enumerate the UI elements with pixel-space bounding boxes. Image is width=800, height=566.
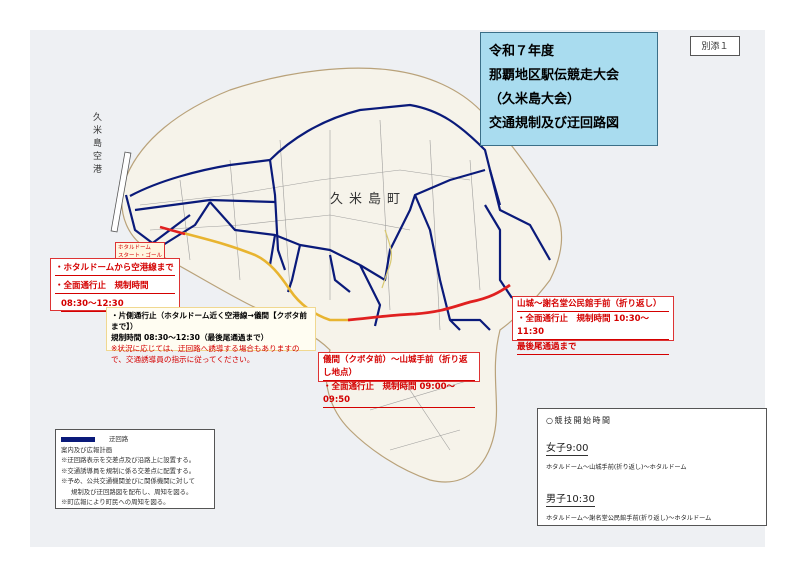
legend-item: ※予め、公共交通機関並びに関係機関に対して bbox=[61, 477, 196, 485]
women-route: ホタルドーム～山城手前(折り返し)～ホタルドーム bbox=[546, 464, 687, 471]
title-line: 交通規制及び迂回路図 bbox=[489, 116, 620, 131]
airport-runway bbox=[110, 151, 132, 233]
legend-item: ※交通誘導員を規制に係る交差点に配置する。 bbox=[61, 466, 196, 475]
start-goal-line: スタート・ゴール bbox=[118, 253, 163, 259]
note-line: ・片側通行止（ホタルドーム近く空港線→儀間【クボタ前まで】） bbox=[111, 311, 307, 331]
minor-yellow-road bbox=[381, 229, 393, 289]
attachment-label: 別添１ bbox=[690, 36, 740, 56]
gima-closure-note: 儀間（クボタ前）～山城手前（折り返し地点） ・全面通行止 規制時間 09:00～… bbox=[318, 352, 480, 408]
men-route: ホタルドーム～謝名堂公民館手前(折り返し)～ホタルドーム bbox=[546, 515, 712, 522]
start-goal-line: ホタルドーム bbox=[118, 245, 151, 251]
legend-detour-row: 迂回路 bbox=[61, 434, 209, 445]
legend-item: 規制及び迂回路図を配布し、周知を図る。 bbox=[71, 487, 193, 496]
legend-detour-label: 迂回路 bbox=[109, 435, 129, 443]
note-line: ・全面通行止 規制時間 10:30～11:30 bbox=[517, 313, 669, 340]
note-line: 儀間（クボタ前）～山城手前（折り返し地点） bbox=[323, 354, 475, 381]
men-start-time: 男子10:30 bbox=[546, 494, 595, 507]
note-line: ・ホタルドームから空港線まで bbox=[55, 261, 175, 276]
note-line: 最後尾通過まで bbox=[517, 341, 669, 355]
closure-start-segment bbox=[159, 225, 186, 236]
start-times-heading: ○競技開始時間 bbox=[546, 416, 612, 425]
note-line: 規制時間 08:30～12:30（最後尾通過まで） bbox=[111, 333, 269, 342]
start-times-box: ○競技開始時間 女子9:00 ホタルドーム～山城手前(折り返し)～ホタルドーム … bbox=[537, 408, 767, 526]
detour-line-swatch bbox=[61, 436, 95, 442]
women-start-time: 女子9:00 bbox=[546, 443, 589, 456]
document-title: 令和７年度 那覇地区駅伝競走大会 （久米島大会） 交通規制及び迂回路図 bbox=[480, 32, 658, 146]
note-line: ・全面通行止 規制時間 09:00～09:50 bbox=[323, 381, 475, 408]
airport-line-closure-note: ・ホタルドームから空港線まで ・全面通行止 規制時間 08:30～12:30 bbox=[50, 258, 180, 312]
full-closure-route bbox=[347, 283, 511, 322]
road-network bbox=[139, 119, 481, 451]
legend-box: 迂回路 案内及び広報計画 ※迂回路表示を交差点及び沿路上に設置する。 ※交通誘導… bbox=[55, 429, 215, 509]
yamagusuku-closure-note: 山城～謝名堂公民館手前（折り返し） ・全面通行止 規制時間 10:30～11:3… bbox=[512, 296, 674, 355]
legend-item: ※町広報により町民への周知を図る。 bbox=[61, 498, 170, 506]
note-line: 山城～謝名堂公民館手前（折り返し） bbox=[517, 298, 669, 312]
legend-heading: 案内及び広報計画 bbox=[61, 445, 113, 454]
airport-label: 久米島空港 bbox=[93, 113, 103, 175]
town-label: 久米島町 bbox=[330, 192, 407, 207]
title-line: 令和７年度 bbox=[489, 44, 555, 59]
title-line: （久米島大会） bbox=[489, 92, 581, 107]
note-warning: ※状況に応じては、迂回路へ誘導する場合もありますので、交通誘導員の指示に従ってく… bbox=[111, 344, 300, 364]
legend-item: ※迂回路表示を交差点及び沿路上に設置する。 bbox=[61, 456, 196, 464]
title-line: 那覇地区駅伝競走大会 bbox=[489, 68, 620, 83]
note-line: ・全面通行止 規制時間 bbox=[55, 279, 175, 294]
one-side-closure-note: ・片側通行止（ホタルドーム近く空港線→儀間【クボタ前まで】） 規制時間 08:3… bbox=[106, 307, 316, 364]
